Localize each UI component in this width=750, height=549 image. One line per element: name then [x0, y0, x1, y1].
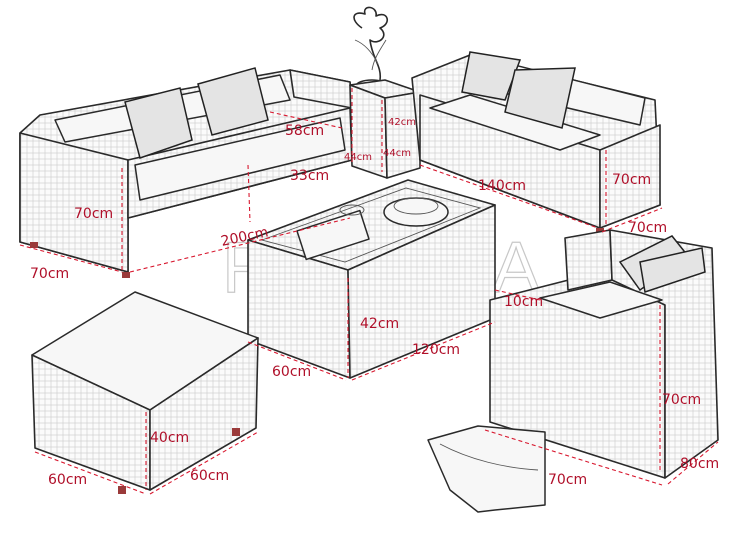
label-armchair-width: 70cm	[548, 472, 587, 488]
label-armchair-arm-width: 10cm	[504, 294, 543, 310]
label-sofa-seat-height: 33cm	[290, 168, 329, 184]
label-coffee-table-height: 42cm	[360, 316, 399, 332]
label-coffee-table-width: 60cm	[272, 364, 311, 380]
dimension-labels: 58cm 33cm 70cm 200cm 70cm 42cm 44cm 44cm…	[30, 117, 719, 488]
label-ottoman-width: 60cm	[190, 468, 229, 484]
label-side-table-depth: 44cm	[383, 148, 411, 159]
label-loveseat-depth: 70cm	[628, 220, 667, 236]
side-table	[349, 79, 421, 179]
ottoman	[31, 291, 259, 494]
label-side-table-width: 44cm	[344, 152, 372, 163]
label-armchair-depth: 80cm	[680, 456, 719, 472]
potted-plant	[353, 6, 389, 93]
label-ottoman-height: 40cm	[150, 430, 189, 446]
dimension-lines	[19, 88, 719, 495]
armchair	[489, 229, 719, 479]
label-sofa-height: 70cm	[74, 206, 113, 222]
label-sofa-depth-inner: 58cm	[285, 123, 324, 139]
label-armchair-height: 70cm	[662, 392, 701, 408]
loveseat	[411, 51, 661, 234]
label-loveseat-length: 140cm	[478, 178, 526, 194]
label-sofa-depth: 70cm	[30, 266, 69, 282]
label-ottoman-depth: 60cm	[48, 472, 87, 488]
floor-cushion	[427, 425, 546, 513]
coffee-table	[247, 179, 496, 379]
label-side-table-height: 42cm	[388, 117, 416, 128]
label-loveseat-height: 70cm	[612, 172, 651, 188]
three-seat-sofa	[19, 67, 353, 278]
label-coffee-table-length: 120cm	[412, 342, 460, 358]
